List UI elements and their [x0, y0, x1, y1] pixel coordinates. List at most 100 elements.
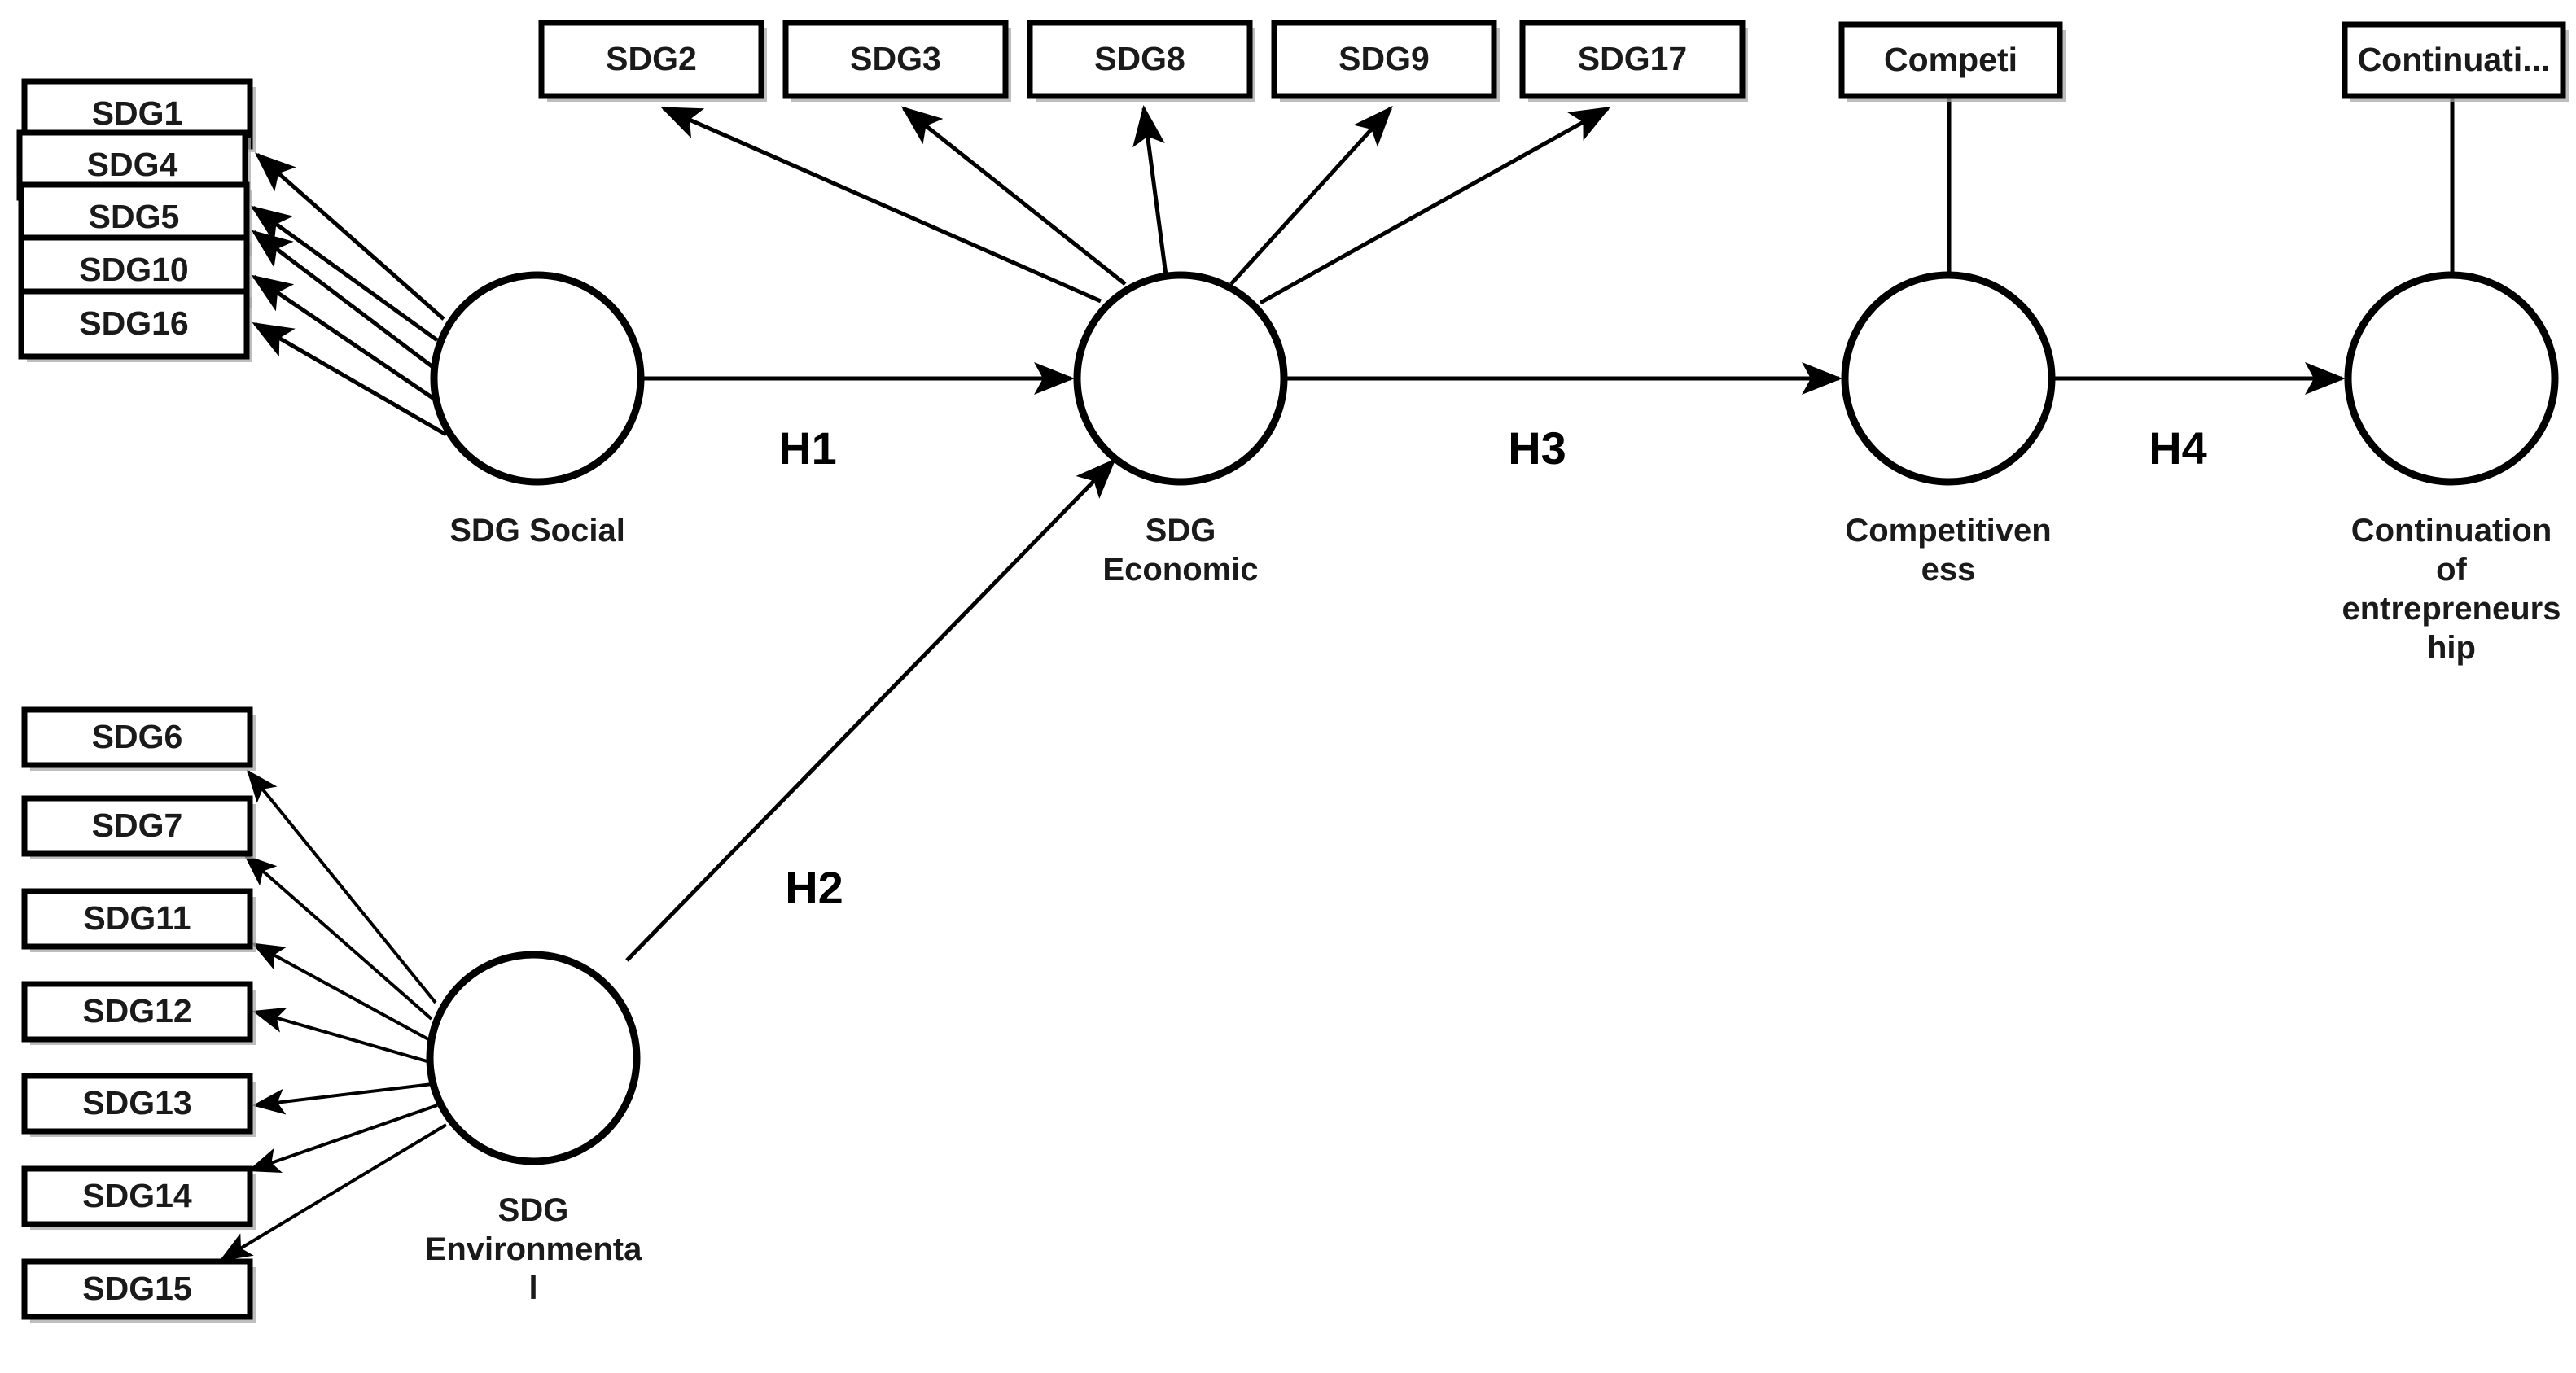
latent-construct-sdg-social[interactable]: SDG Social [430, 271, 645, 549]
indicator-box[interactable]: SDG9 [1271, 20, 1500, 102]
edge-social-to-sdg10 [251, 274, 438, 403]
indicator-box[interactable]: SDG11 [21, 888, 256, 952]
box-outline [21, 1165, 253, 1227]
indicator-box-label: SDG3 [850, 40, 941, 77]
box-outline [21, 1073, 253, 1135]
box-outline [1519, 20, 1746, 99]
edge-environmental-to-sdg11 [252, 942, 431, 1042]
edge-environmental-to-sdg6 [246, 769, 437, 1004]
indicator-box-label: SDG12 [82, 992, 191, 1030]
indicator-box-label: SDG15 [82, 1270, 191, 1307]
box-outline [18, 288, 250, 360]
edge-environmental-to-sdg15 [219, 1123, 448, 1261]
indicator-box-label: SDG7 [92, 807, 183, 844]
edges-environmental-indicators [219, 769, 448, 1261]
hypothesis-label-h3: H3 [1508, 422, 1566, 474]
box-outline [538, 20, 764, 99]
indicator-box-label: SDG11 [83, 899, 191, 937]
edge-environmental-to-sdg14 [247, 1104, 438, 1174]
edge-social-to-sdg5 [251, 230, 436, 369]
latent-circle [2344, 271, 2559, 486]
indicator-box-label: SDG1 [92, 94, 183, 132]
latent-circle [426, 951, 641, 1165]
edge-environmental-to-sdg13 [252, 1082, 433, 1115]
box-outline [782, 20, 1009, 99]
indicator-box-label: SDG16 [79, 304, 188, 342]
edges-social-indicators [250, 152, 448, 437]
path-h2-environmental-to-economic [625, 458, 1116, 962]
indicator-box[interactable]: SDG8 [1027, 20, 1255, 102]
edge-economic-to-sdg8 [1132, 105, 1168, 276]
indicator-box[interactable]: SDG6 [21, 706, 256, 771]
indicator-box[interactable]: SDG16 [18, 288, 252, 362]
box-outline [21, 706, 253, 768]
hypothesis-label-h1: H1 [778, 422, 837, 474]
box-outline [21, 1258, 253, 1320]
edge-social-to-sdg16 [252, 321, 448, 437]
edges-single-indicator-stems [1947, 98, 2455, 275]
indicator-box-label: Competi [1884, 41, 2017, 78]
indicator-box[interactable]: SDG13 [21, 1073, 256, 1137]
box-outline [21, 888, 253, 950]
indicator-box[interactable]: SDG12 [21, 981, 256, 1045]
indicator-box-label: SDG5 [89, 198, 180, 235]
indicator-box-label: SDG9 [1338, 40, 1430, 77]
box-outline [1838, 21, 2063, 99]
indicator-box-label: SDG17 [1578, 40, 1687, 77]
hypothesis-label-h2: H2 [785, 862, 843, 913]
edge-social-to-sdg1 [255, 152, 445, 321]
hypothesis-label-h4: H4 [2149, 422, 2207, 474]
indicator-box-label: SDG13 [82, 1084, 191, 1122]
structural-paths [625, 362, 2346, 962]
indicator-box[interactable]: SDG17 [1519, 20, 1748, 102]
indicator-box-label: SDG6 [92, 718, 183, 755]
box-outline [21, 981, 253, 1043]
box-outline [2342, 21, 2566, 99]
edge-social-to-sdg4 [250, 205, 439, 343]
edge-economic-to-sdg9 [1229, 106, 1393, 286]
indicator-box-label: SDG4 [87, 146, 178, 183]
edge-economic-to-sdg2 [660, 106, 1102, 304]
indicator-group-continuation-indicator: Continuati... [2342, 21, 2569, 102]
box-outline [1027, 20, 1253, 99]
indicator-box-label: SDG2 [606, 40, 697, 77]
indicator-box-label: SDG14 [82, 1177, 192, 1214]
edge-environmental-to-sdg7 [243, 854, 433, 1021]
indicator-box-label: Continuati... [2358, 41, 2551, 78]
latent-construct-label: SDG Social [449, 513, 625, 549]
indicator-box-label: SDG8 [1094, 40, 1185, 77]
indicator-group-competitiveness-indicator: Competi [1838, 21, 2066, 102]
indicator-box[interactable]: SDG2 [538, 20, 767, 102]
indicator-box-label: SDG10 [79, 251, 188, 288]
indicator-box[interactable]: SDG14 [21, 1165, 256, 1230]
edge-environmental-to-sdg12 [252, 1007, 431, 1064]
box-outline [1271, 20, 1497, 99]
latent-circle [1073, 271, 1288, 486]
edge-economic-to-sdg17 [1259, 106, 1611, 305]
latent-circle [430, 271, 645, 486]
latent-circle [1841, 271, 2056, 486]
indicator-box[interactable]: SDG3 [782, 20, 1011, 102]
edge-economic-to-sdg3 [900, 106, 1127, 286]
indicator-group-economic-indicators: SDG2 SDG3 SDG8 SDG9 SDG17 [538, 20, 1748, 102]
edges-economic-indicators [660, 105, 1611, 305]
indicator-box[interactable]: Competi [1838, 21, 2066, 102]
indicator-box[interactable]: Continuati... [2342, 21, 2569, 102]
indicator-box[interactable]: SDG7 [21, 795, 256, 859]
indicator-box[interactable]: SDG15 [21, 1258, 256, 1323]
